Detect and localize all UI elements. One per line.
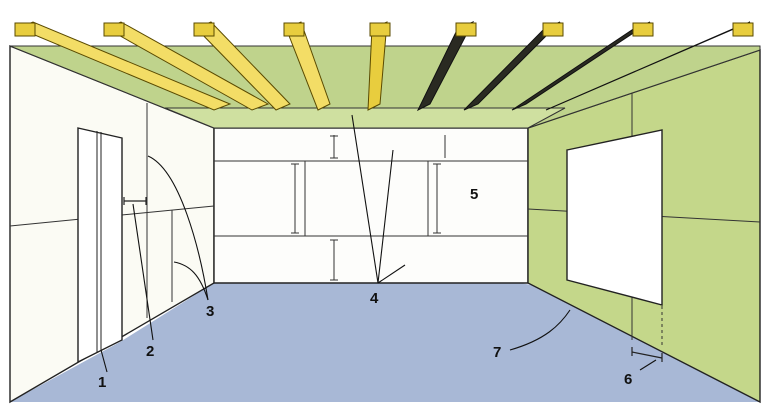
joist-1-end	[14, 22, 36, 37]
joist-3-end	[193, 22, 215, 37]
back-wall	[213, 127, 529, 284]
callout-labels: 1 2 3 4 5 6 7	[98, 186, 632, 391]
joist-9-end	[732, 22, 754, 37]
callout-label-floor-line: 7	[493, 344, 501, 361]
joist-8-end	[632, 22, 654, 37]
callout-label-wall-joints: 3	[206, 303, 214, 320]
joist-2-end	[103, 22, 125, 37]
floor	[10, 283, 760, 402]
joist-6-end	[455, 22, 477, 37]
gap-marker	[123, 197, 147, 205]
callout-label-back-wall-joints: 4	[370, 290, 379, 307]
joist-5-end	[369, 22, 391, 37]
ceiling-inner-band	[164, 107, 566, 129]
callout-label-gap: 2	[146, 343, 154, 360]
callout-label-door: 1	[98, 374, 106, 391]
joist-7-end	[542, 22, 564, 37]
door	[77, 127, 123, 364]
ceiling-joists	[14, 21, 754, 112]
callout-label-back-wall: 5	[470, 186, 478, 203]
floor-gap-marker	[631, 347, 663, 362]
window	[566, 129, 663, 306]
leader-lines	[100, 114, 657, 373]
joist-4-end	[283, 22, 305, 37]
callout-label-floor-gap: 6	[624, 371, 632, 388]
